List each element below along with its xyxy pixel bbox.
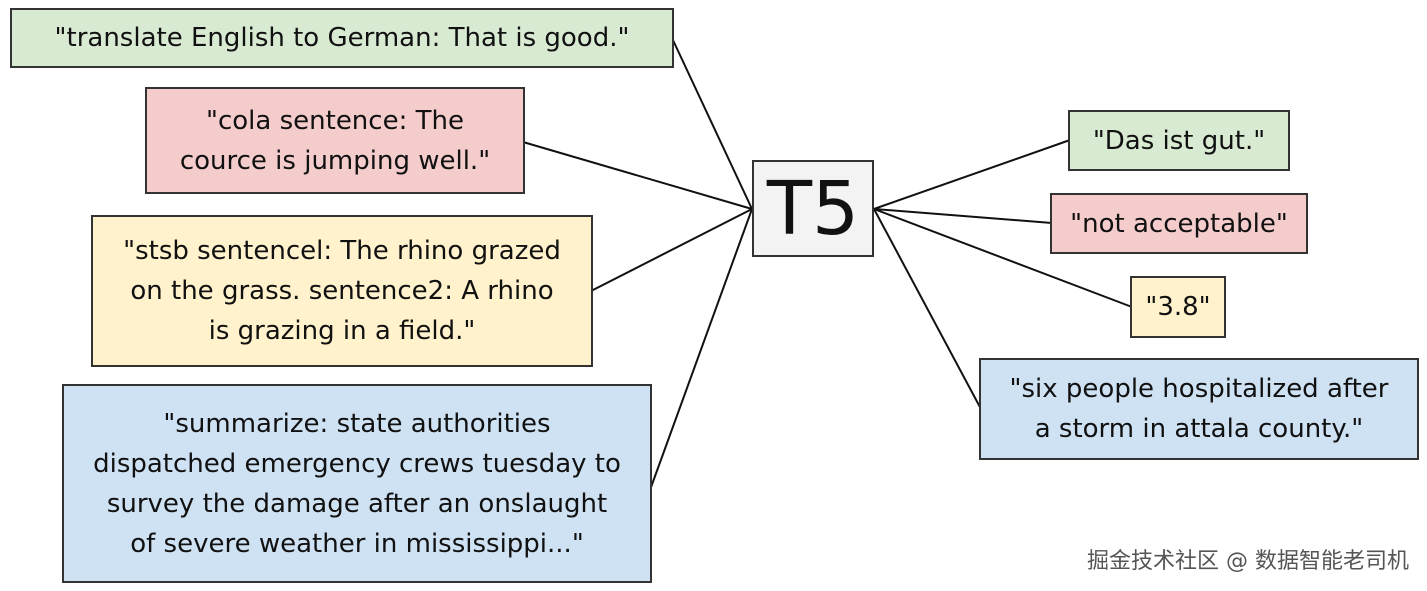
model-label: T5 (766, 165, 860, 252)
connector-output-4 (873, 208, 982, 410)
model-box-t5: T5 (752, 160, 874, 257)
connector-input-1 (671, 37, 753, 210)
connector-output-3 (873, 208, 1133, 308)
input-box-translate: "translate English to German: That is go… (10, 8, 674, 68)
output-box-summary: "six people hospitalized after a storm i… (979, 358, 1419, 460)
output-box-stsb-score: "3.8" (1130, 276, 1226, 338)
connector-input-4 (649, 208, 753, 491)
input-box-stsb: "stsb sentencel: The rhino grazed on the… (91, 215, 593, 367)
watermark-text: 掘金技术社区 @ 数据智能老司机 (1087, 549, 1409, 574)
input-box-summarize: "summarize: state authorities dispatched… (62, 384, 652, 583)
output-box-cola-result: "not acceptable" (1050, 193, 1308, 254)
connector-input-3 (590, 208, 753, 292)
connector-output-2 (873, 208, 1053, 224)
connector-input-2 (522, 141, 753, 210)
output-box-translation: "Das ist gut." (1068, 110, 1290, 171)
connector-output-1 (873, 139, 1071, 210)
input-box-cola: "cola sentence: The cource is jumping we… (145, 87, 525, 194)
